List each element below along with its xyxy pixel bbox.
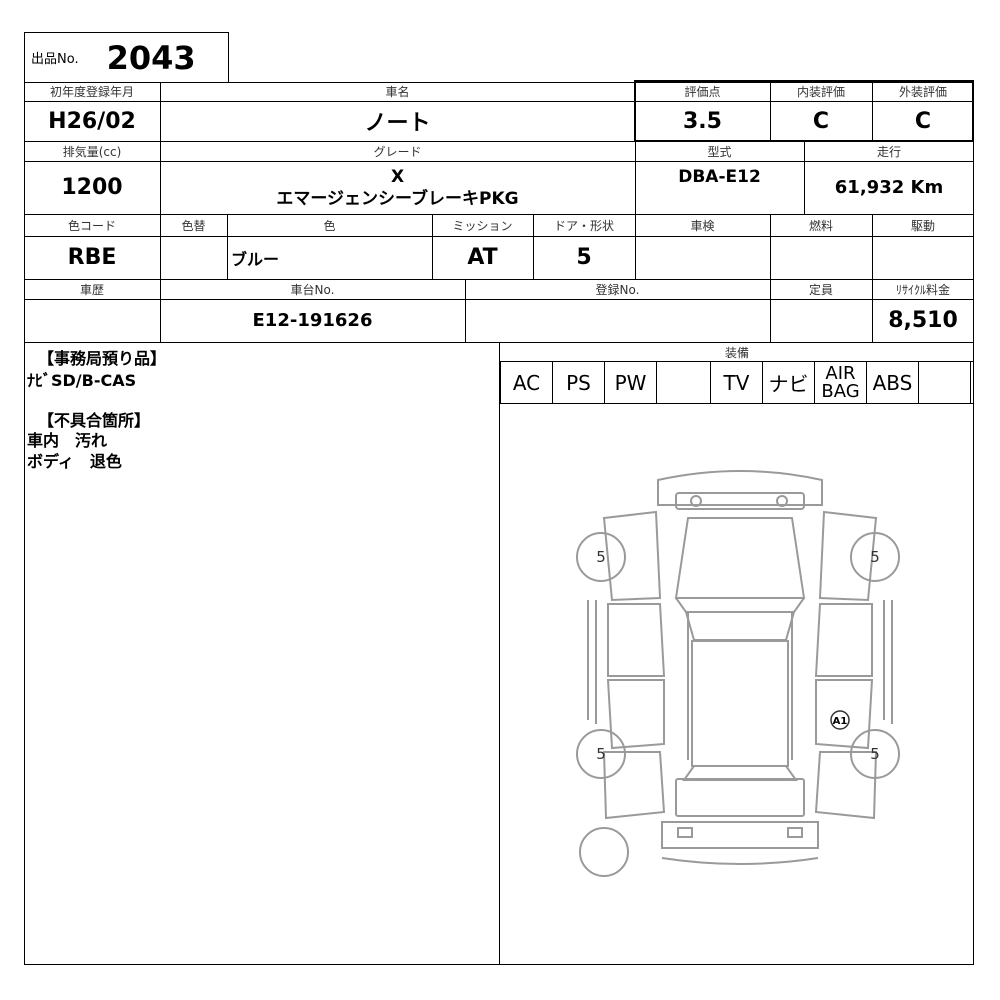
windshield xyxy=(684,611,796,641)
equipment-tv: TV xyxy=(710,362,762,403)
chassis-value: E12-191626 xyxy=(252,310,373,331)
inspection-label: 車検 xyxy=(690,218,715,233)
exterior-label: 外装評価 xyxy=(898,85,947,99)
hood xyxy=(674,517,806,599)
color-code-value: RBE xyxy=(67,245,117,270)
fuel-value xyxy=(770,236,872,279)
left-rear-door xyxy=(606,679,665,750)
color-change-value xyxy=(160,236,227,279)
defect-item-1: 車内 汚れ xyxy=(27,431,108,450)
reg-no-value xyxy=(465,299,770,342)
car-damage-diagram: 5 5 5 5 A1 xyxy=(576,470,900,877)
tire-fr-value: 5 xyxy=(870,548,880,566)
grade-line-2: エマージェンシーブレーキPKG xyxy=(276,188,519,209)
doors-value: 5 xyxy=(576,245,592,270)
rear-bumper xyxy=(661,821,819,849)
equipment-blank-2 xyxy=(918,362,970,403)
lot-box: 出品No. 2043 xyxy=(24,32,229,82)
doors-label: ドア・形状 xyxy=(553,218,614,233)
score-label: 評価点 xyxy=(684,85,721,99)
tire-front-right xyxy=(850,532,900,582)
displacement-value: 1200 xyxy=(61,175,123,200)
equipment-label: 装備 xyxy=(724,345,749,360)
front-bumper xyxy=(657,470,823,506)
mileage-value: 61,932 Km xyxy=(834,177,944,198)
equipment-airbag: AIR BAG xyxy=(814,362,866,403)
right-front-fender xyxy=(818,510,878,602)
recycle-value: 8,510 xyxy=(888,308,958,333)
chassis-label: 車台No. xyxy=(290,282,335,297)
rear-glass xyxy=(682,765,798,781)
tire-fl-value: 5 xyxy=(596,548,606,566)
tire-rear-right xyxy=(850,729,900,779)
recycle-label: ﾘｻｲｸﾙ料金 xyxy=(895,282,950,297)
grade-line-1: X xyxy=(390,166,405,187)
reg-no-label: 登録No. xyxy=(595,282,640,297)
right-front-door xyxy=(814,603,873,677)
color-code-label: 色コード xyxy=(67,218,116,233)
score-box xyxy=(634,80,974,142)
right-rear-fender xyxy=(814,751,878,820)
mission-value: AT xyxy=(467,245,498,270)
score-value: 3.5 xyxy=(683,108,722,134)
equipment-abs: ABS xyxy=(866,362,918,403)
equipment-pw: PW xyxy=(604,362,656,403)
lot-label: 出品No. xyxy=(31,52,79,67)
color-label: 色 xyxy=(323,218,336,233)
damage-marker xyxy=(830,710,850,730)
color-change-label: 色替 xyxy=(181,218,206,233)
history-label: 車歴 xyxy=(79,282,104,297)
left-front-fender xyxy=(602,510,662,602)
history-value xyxy=(24,299,160,342)
tire-front-left xyxy=(576,532,626,582)
color-value: ブルー xyxy=(231,249,280,269)
grade-value: X エマージェンシーブレーキPKG xyxy=(160,161,635,214)
tailgate xyxy=(675,778,805,817)
first-reg-value: H26/02 xyxy=(48,108,136,134)
displacement-label: 排気量(cc) xyxy=(62,144,122,159)
damage-mark-text: A1 xyxy=(833,716,848,727)
capacity-label: 定員 xyxy=(808,282,833,297)
defect-header: 【不具合箇所】 xyxy=(38,411,151,430)
equipment-ac: AC xyxy=(500,362,552,403)
roof xyxy=(691,640,789,767)
office-header: 【事務局預り品】 xyxy=(38,349,167,368)
mission-label: ミッション xyxy=(452,218,513,233)
equipment-blank-1 xyxy=(656,362,710,403)
equipment-navi: ナビ xyxy=(762,362,814,403)
equipment-ps: PS xyxy=(552,362,604,403)
car-name-value: ノート xyxy=(364,111,431,136)
model-label: 型式 xyxy=(707,144,732,159)
grade-label: グレード xyxy=(373,144,422,159)
tire-rr-value: 5 xyxy=(870,745,880,763)
car-name-label: 車名 xyxy=(385,85,410,99)
lot-number: 2043 xyxy=(106,38,196,77)
defect-item-2: ボディ 退色 xyxy=(27,452,122,471)
interior-label: 内装評価 xyxy=(796,85,845,99)
right-rear-door xyxy=(815,679,874,750)
spare-tire xyxy=(579,827,629,877)
fuel-label: 燃料 xyxy=(808,218,833,233)
first-reg-label: 初年度登録年月 xyxy=(49,85,134,99)
model-value: DBA-E12 xyxy=(678,167,761,187)
office-item: ﾅﾋﾞSD/B-CAS xyxy=(27,371,137,390)
front-grille xyxy=(675,492,805,510)
capacity-value xyxy=(770,299,872,342)
tire-rear-left xyxy=(576,729,626,779)
interior-value: C xyxy=(812,108,830,134)
left-rear-fender xyxy=(602,751,666,820)
tire-rl-value: 5 xyxy=(596,745,606,763)
exterior-value: C xyxy=(914,108,932,134)
inspection-value xyxy=(635,236,770,279)
drive-label: 駆動 xyxy=(910,218,935,233)
mileage-label: 走行 xyxy=(876,144,901,159)
drive-value xyxy=(872,236,974,279)
left-front-door xyxy=(607,603,666,677)
